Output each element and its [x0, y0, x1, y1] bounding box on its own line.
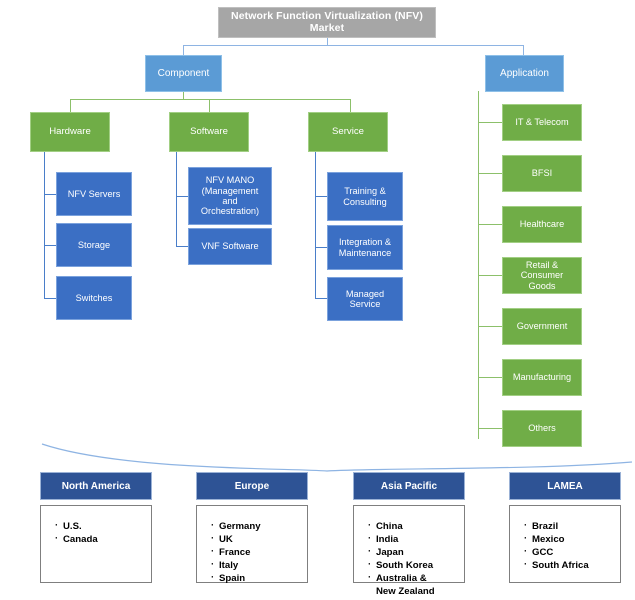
region-body-lamea: BrazilMexicoGCCSouth Africa — [509, 505, 621, 583]
connector-application-to-government — [478, 326, 502, 327]
connector-service-to-managed — [315, 298, 327, 299]
connector-component-to-service — [350, 99, 351, 112]
connector-title-stem — [327, 37, 328, 46]
node-nfv-mano[interactable]: NFV MANO (Management and Orchestration) — [188, 167, 272, 225]
connector-hardware-rail — [44, 152, 45, 299]
connector-service-to-integration — [315, 247, 327, 248]
node-healthcare[interactable]: Healthcare — [502, 206, 582, 243]
node-service[interactable]: Service — [308, 112, 388, 152]
node-bfsi[interactable]: BFSI — [502, 155, 582, 192]
region-country-item: Australia & New Zealand — [368, 571, 464, 598]
region-country-item: Mexico — [524, 532, 620, 546]
connector-hardware-to-switches — [44, 298, 56, 299]
region-country-item: India — [368, 532, 464, 546]
region-header-europe[interactable]: Europe — [196, 472, 308, 500]
region-country-item: Japan — [368, 545, 464, 559]
node-managed-service[interactable]: Managed Service — [327, 277, 403, 321]
region-country-item: GCC — [524, 545, 620, 559]
connector-application-rail — [478, 91, 479, 439]
region-country-item: Spain — [211, 571, 307, 585]
node-application[interactable]: Application — [485, 55, 564, 92]
connector-application-to-bfsi — [478, 173, 502, 174]
connector-application-to-manufacturing — [478, 377, 502, 378]
connector-software-to-vnf-software — [176, 246, 188, 247]
connector-component-horizontal — [70, 99, 350, 100]
region-country-list-north-america: U.S.Canada — [55, 519, 151, 546]
connector-hardware-to-storage — [44, 245, 56, 246]
connector-software-rail — [176, 152, 177, 247]
region-country-item: South Africa — [524, 558, 620, 572]
diagram-title: Network Function Virtualization (NFV) Ma… — [218, 7, 436, 38]
node-vnf-software[interactable]: VNF Software — [188, 228, 272, 265]
region-country-list-lamea: BrazilMexicoGCCSouth Africa — [524, 519, 620, 572]
region-country-item: France — [211, 545, 307, 559]
node-it-telecom[interactable]: IT & Telecom — [502, 104, 582, 141]
node-switches[interactable]: Switches — [56, 276, 132, 320]
node-manufacturing[interactable]: Manufacturing — [502, 359, 582, 396]
connector-component-stem — [183, 91, 184, 100]
node-training-consulting[interactable]: Training & Consulting — [327, 172, 403, 221]
region-country-item: China — [368, 519, 464, 533]
region-country-item: UK — [211, 532, 307, 546]
region-country-item: South Korea — [368, 558, 464, 572]
connector-service-rail — [315, 152, 316, 299]
connector-title-horizontal — [183, 45, 523, 46]
connector-service-to-training — [315, 196, 327, 197]
region-body-north-america: U.S.Canada — [40, 505, 152, 583]
connector-component-to-hardware — [70, 99, 71, 112]
region-country-list-europe: GermanyUKFranceItalySpain — [211, 519, 307, 585]
node-hardware[interactable]: Hardware — [30, 112, 110, 152]
connector-application-to-retail — [478, 275, 502, 276]
region-header-asia-pacific[interactable]: Asia Pacific — [353, 472, 465, 500]
node-integration-maintenance[interactable]: Integration & Maintenance — [327, 225, 403, 270]
node-software[interactable]: Software — [169, 112, 249, 152]
region-header-lamea[interactable]: LAMEA — [509, 472, 621, 500]
node-storage[interactable]: Storage — [56, 223, 132, 267]
connector-title-to-component — [183, 45, 184, 56]
region-body-europe: GermanyUKFranceItalySpain — [196, 505, 308, 585]
node-others[interactable]: Others — [502, 410, 582, 447]
node-nfv-servers[interactable]: NFV Servers — [56, 172, 132, 216]
region-country-item: Germany — [211, 519, 307, 533]
connector-application-to-others — [478, 428, 502, 429]
connector-component-to-software — [209, 99, 210, 112]
region-body-asia-pacific: ChinaIndiaJapanSouth KoreaAustralia & Ne… — [353, 505, 465, 597]
region-country-item: U.S. — [55, 519, 151, 533]
connector-title-to-application — [523, 45, 524, 56]
region-country-list-asia-pacific: ChinaIndiaJapanSouth KoreaAustralia & Ne… — [368, 519, 464, 598]
connector-application-to-it-telecom — [478, 122, 502, 123]
node-government[interactable]: Government — [502, 308, 582, 345]
connector-application-to-healthcare — [478, 224, 502, 225]
connector-software-to-nfv-mano — [176, 196, 188, 197]
node-component[interactable]: Component — [145, 55, 222, 92]
node-retail-consumer-goods[interactable]: Retail & Consumer Goods — [502, 257, 582, 294]
region-country-item: Canada — [55, 532, 151, 546]
region-header-north-america[interactable]: North America — [40, 472, 152, 500]
connector-hardware-to-nfv-servers — [44, 194, 56, 195]
region-country-item: Brazil — [524, 519, 620, 533]
region-country-item: Italy — [211, 558, 307, 572]
